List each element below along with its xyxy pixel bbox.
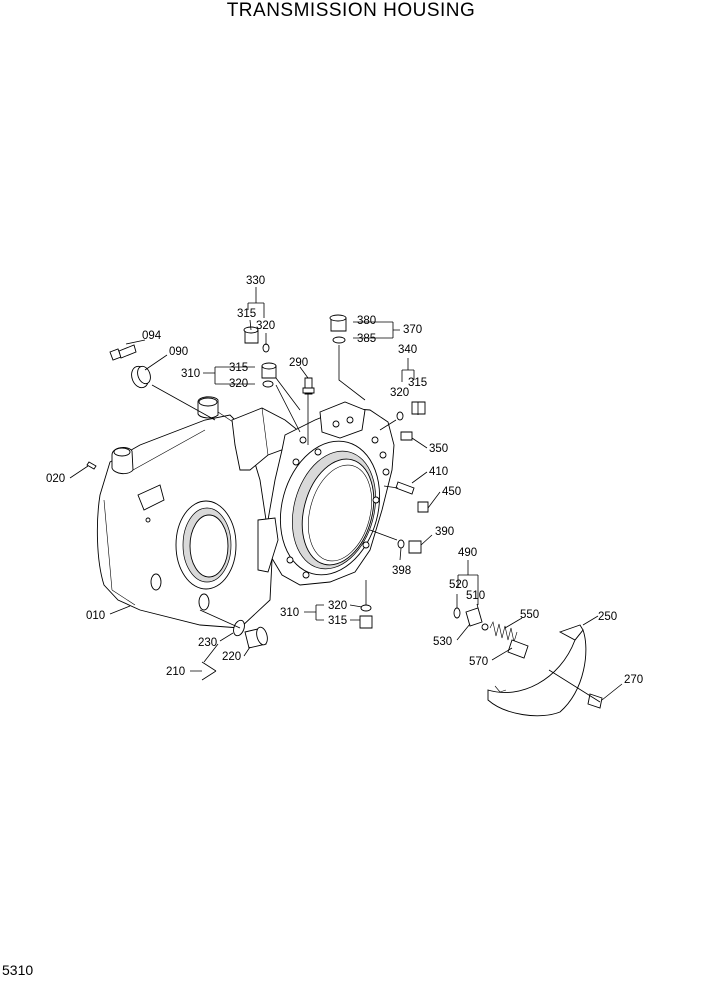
callout-370: 370 bbox=[403, 324, 422, 336]
callout-330: 330 bbox=[246, 275, 265, 287]
callout-390: 390 bbox=[435, 526, 454, 538]
callout-320-top: 320 bbox=[256, 320, 275, 332]
page-number: 5310 bbox=[2, 962, 34, 978]
callout-094: 094 bbox=[142, 330, 162, 342]
plug-530 bbox=[465, 607, 483, 627]
oring-385 bbox=[332, 336, 346, 344]
ball-510 bbox=[481, 623, 489, 631]
callout-310-upper: 310 bbox=[181, 368, 200, 380]
cover-090 bbox=[131, 365, 151, 389]
callout-320-mid: 320 bbox=[229, 378, 248, 390]
diagram-title: TRANSMISSION HOUSING bbox=[226, 0, 476, 21]
oring-320-bottom bbox=[360, 604, 372, 612]
plug-220 bbox=[244, 626, 268, 649]
plug-390 bbox=[408, 540, 422, 554]
bolt-094 bbox=[109, 344, 137, 361]
plug-380 bbox=[329, 314, 347, 332]
callout-380: 380 bbox=[357, 315, 376, 327]
callout-290: 290 bbox=[289, 357, 308, 369]
leader-lines bbox=[69, 287, 623, 703]
callout-350: 350 bbox=[429, 443, 448, 455]
plug-350 bbox=[400, 431, 413, 441]
callout-490: 490 bbox=[458, 547, 477, 559]
callout-410: 410 bbox=[429, 466, 448, 478]
cover-250 bbox=[487, 624, 587, 717]
callout-398: 398 bbox=[392, 565, 411, 577]
oring-520 bbox=[453, 607, 461, 619]
oring-230 bbox=[233, 619, 245, 637]
oring-398 bbox=[397, 539, 405, 549]
callout-labels: 330 315 320 094 090 315 310 320 290 380 … bbox=[46, 275, 643, 686]
spring-550 bbox=[489, 621, 518, 643]
callout-340: 340 bbox=[398, 344, 417, 356]
callout-320-right: 320 bbox=[390, 387, 409, 399]
plug-570 bbox=[507, 639, 529, 659]
oring-320-right bbox=[396, 411, 404, 421]
bolt-270 bbox=[587, 693, 603, 709]
callout-220: 220 bbox=[222, 651, 241, 663]
callout-385: 385 bbox=[357, 333, 376, 345]
callout-315-right: 315 bbox=[408, 377, 427, 389]
plug-450 bbox=[417, 501, 429, 513]
fitting-410 bbox=[395, 481, 415, 495]
callout-550: 550 bbox=[520, 609, 539, 621]
plug-315-mid bbox=[261, 362, 277, 379]
pin-020 bbox=[86, 461, 97, 470]
oring-320-top bbox=[262, 343, 270, 353]
plug-315-bottom bbox=[359, 615, 373, 629]
transmission-housing-body bbox=[96, 396, 301, 629]
callout-210: 210 bbox=[166, 666, 185, 678]
callout-520: 520 bbox=[449, 579, 468, 591]
callout-250: 250 bbox=[598, 611, 617, 623]
oring-320-mid bbox=[262, 380, 274, 388]
callout-530: 530 bbox=[433, 636, 452, 648]
callout-010: 010 bbox=[86, 610, 105, 622]
fitting-290 bbox=[302, 377, 315, 395]
callout-450: 450 bbox=[442, 486, 461, 498]
callout-270: 270 bbox=[624, 674, 643, 686]
plug-315-right bbox=[411, 401, 426, 415]
callout-570: 570 bbox=[469, 656, 488, 668]
callout-510: 510 bbox=[466, 590, 485, 602]
callout-310-lower: 310 bbox=[280, 607, 299, 619]
callout-230: 230 bbox=[198, 637, 217, 649]
callout-090: 090 bbox=[169, 346, 188, 358]
callout-315-top: 315 bbox=[237, 308, 256, 320]
callout-315-mid: 315 bbox=[229, 362, 248, 374]
front-flange bbox=[257, 401, 395, 586]
callout-320-bottom: 320 bbox=[328, 600, 347, 612]
callout-020: 020 bbox=[46, 473, 65, 485]
callout-315-bottom: 315 bbox=[328, 615, 347, 627]
